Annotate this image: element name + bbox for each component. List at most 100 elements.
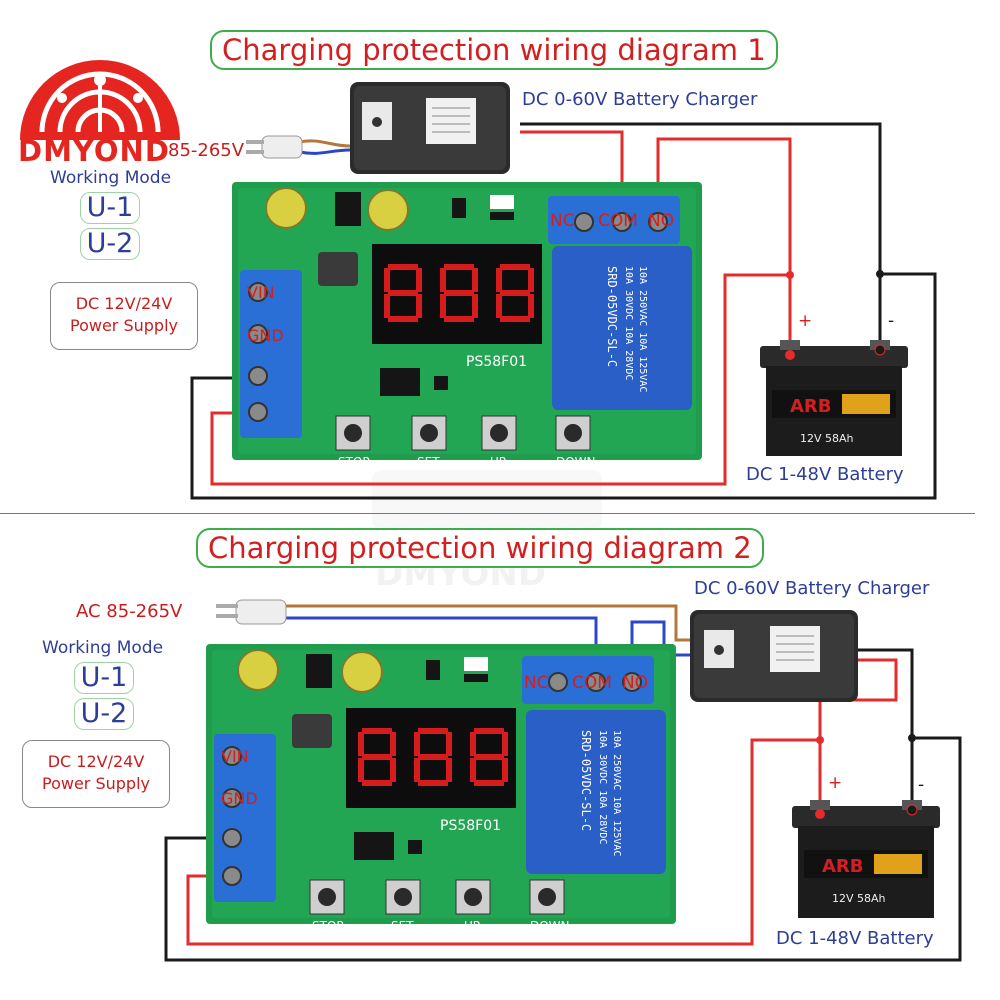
module-model: PS58F01 [440, 818, 501, 834]
relay-rating-1: 10A 250VAC 10A 125VAC [637, 266, 648, 392]
terminal-screw-v-plus [222, 866, 242, 886]
terminal-screw-com [586, 672, 606, 692]
relay-rating-2: 10A 30VDC 10A 28VDC [597, 730, 608, 844]
relay-pin-nc: NC [550, 211, 575, 231]
psu-voltage: DC 12V/24V [75, 294, 173, 313]
module-model: PS58F01 [466, 354, 527, 370]
psu-voltage: DC 12V/24V [47, 752, 145, 771]
diagram-2-title: Charging protection wiring diagram 2 [196, 528, 764, 568]
brand-name: DMYOND [18, 134, 170, 168]
wires-diagram-1 [190, 122, 937, 500]
relay-text-group: 10A 250VAC 10A 125VAC 10A 30VDC 10A 28VD… [579, 730, 622, 856]
psu-label: Power Supply [42, 774, 150, 793]
button-stop-label: STOP [312, 919, 344, 933]
button-down-label: DOWN [556, 455, 596, 469]
battery-plus-label: + [828, 773, 842, 793]
terminal-gnd-label: GND [247, 326, 284, 345]
button-set-label: SET [417, 455, 440, 469]
wire-black-charger-to-battery-minus [858, 648, 914, 810]
capacitor [237, 649, 279, 691]
ac-plug-2 [216, 599, 287, 625]
wire-black-battery-minus-loop [190, 272, 937, 500]
chip [354, 832, 394, 860]
inductor [292, 714, 332, 748]
relay-module-1: PS58F01 10A 250VAC 10A 125VAC 10A 30VDC … [232, 182, 702, 469]
section-divider [0, 513, 975, 514]
led-digits [358, 728, 508, 786]
chip [306, 654, 332, 688]
battery-minus-label: - [888, 311, 894, 331]
relay-pin-com: COM [572, 673, 612, 693]
module-buttons-2: STOP SET UP DOWN [309, 879, 570, 933]
terminal-screw-no [622, 672, 642, 692]
diagram-1-battery-label: DC 1-48V Battery [746, 464, 904, 485]
module-buttons-1: STOP SET UP DOWN [335, 415, 596, 469]
battery-1: ARB 12V 58Ah + - [760, 311, 908, 456]
terminal-screw-com [612, 212, 632, 232]
diagram-1-power-supply-box: DC 12V/24V Power Supply [50, 282, 198, 350]
terminal-vin-label: VIN [221, 747, 249, 766]
terminal-screw-gnd [222, 788, 242, 808]
battery-brand: ARB [822, 856, 864, 877]
terminal-screw-vin [248, 282, 268, 302]
wire-red-battery-plus-loop [186, 738, 820, 946]
terminal-screw-no [648, 212, 668, 232]
button-set-label: SET [391, 919, 414, 933]
button-stop-label: STOP [338, 455, 370, 469]
relay-model: SRD-05VDC-SL-C [579, 730, 593, 831]
capacitor [367, 189, 409, 231]
battery-2: ARB 12V 58Ah + - [792, 773, 940, 918]
input-terminal-block [240, 270, 302, 438]
diagram-1-ac-label: 85-265V [168, 140, 245, 161]
wire-black-battery-minus-loop [164, 736, 962, 962]
button-down-label: DOWN [530, 919, 570, 933]
chip [380, 368, 420, 396]
diagram-2-charger-label: DC 0-60V Battery Charger [694, 578, 930, 599]
battery-brand: ARB [790, 396, 832, 417]
relay-rating-2: 10A 30VDC 10A 28VDC [623, 266, 634, 380]
terminal-screw-gnd [248, 324, 268, 344]
battery-minus-label: - [918, 775, 924, 795]
diagram-2-ac-label: AC 85-265V [76, 601, 183, 622]
battery-charger-2 [690, 610, 858, 702]
terminal-screw-nc [548, 672, 568, 692]
diagram-2: PS58F01 10A 250VAC 10A 125VAC 10A 30VDC … [164, 599, 962, 962]
relay-model: SRD-05VDC-SL-C [605, 266, 619, 367]
terminal-gnd-label: GND [221, 789, 258, 808]
diagram-1-working-mode-label: Working Mode [50, 168, 172, 188]
diagram-1-mode-u1: U-1 [80, 192, 140, 224]
relay-pin-com: COM [598, 211, 638, 231]
wire-red-battery-plus-loop [210, 273, 790, 486]
battery-spec: 12V 58Ah [832, 892, 886, 905]
button-up-label: UP [490, 455, 506, 469]
terminal-screw-v-minus [248, 366, 268, 386]
relay-text-group: 10A 250VAC 10A 125VAC 10A 30VDC 10A 28VD… [605, 266, 648, 392]
wire-junction [876, 270, 884, 278]
terminal-vin-label: VIN [247, 283, 275, 302]
wire-red-no-to-battery-plus [656, 137, 792, 355]
ac-plug-1 [246, 135, 351, 159]
terminal-screw-v-plus [248, 402, 268, 422]
diagram-1-charger-label: DC 0-60V Battery Charger [522, 89, 758, 110]
wire-brown-ac-to-charger [285, 604, 695, 642]
diagram-2-power-supply-box: DC 12V/24V Power Supply [22, 740, 170, 808]
button-up-label: UP [464, 919, 480, 933]
terminal-screw-nc [574, 212, 594, 232]
chip [335, 192, 361, 226]
relay-rating-1: 10A 250VAC 10A 125VAC [611, 730, 622, 856]
relay [526, 710, 666, 874]
capacitor [341, 651, 383, 693]
diagram-2-mode-u2: U-2 [74, 698, 134, 730]
relay [552, 246, 692, 410]
terminal-screw-vin [222, 746, 242, 766]
relay-pin-no: NO [622, 673, 648, 693]
led-digits [384, 264, 534, 322]
terminal-screw-v-minus [222, 828, 242, 848]
diagram-2-working-mode-label: Working Mode [42, 638, 164, 658]
relay-module-2: PS58F01 10A 250VAC 10A 125VAC 10A 30VDC … [206, 644, 676, 933]
inductor [318, 252, 358, 286]
battery-charger-1 [350, 82, 510, 174]
relay-pin-nc: NC [524, 673, 549, 693]
psu-label: Power Supply [70, 316, 178, 335]
